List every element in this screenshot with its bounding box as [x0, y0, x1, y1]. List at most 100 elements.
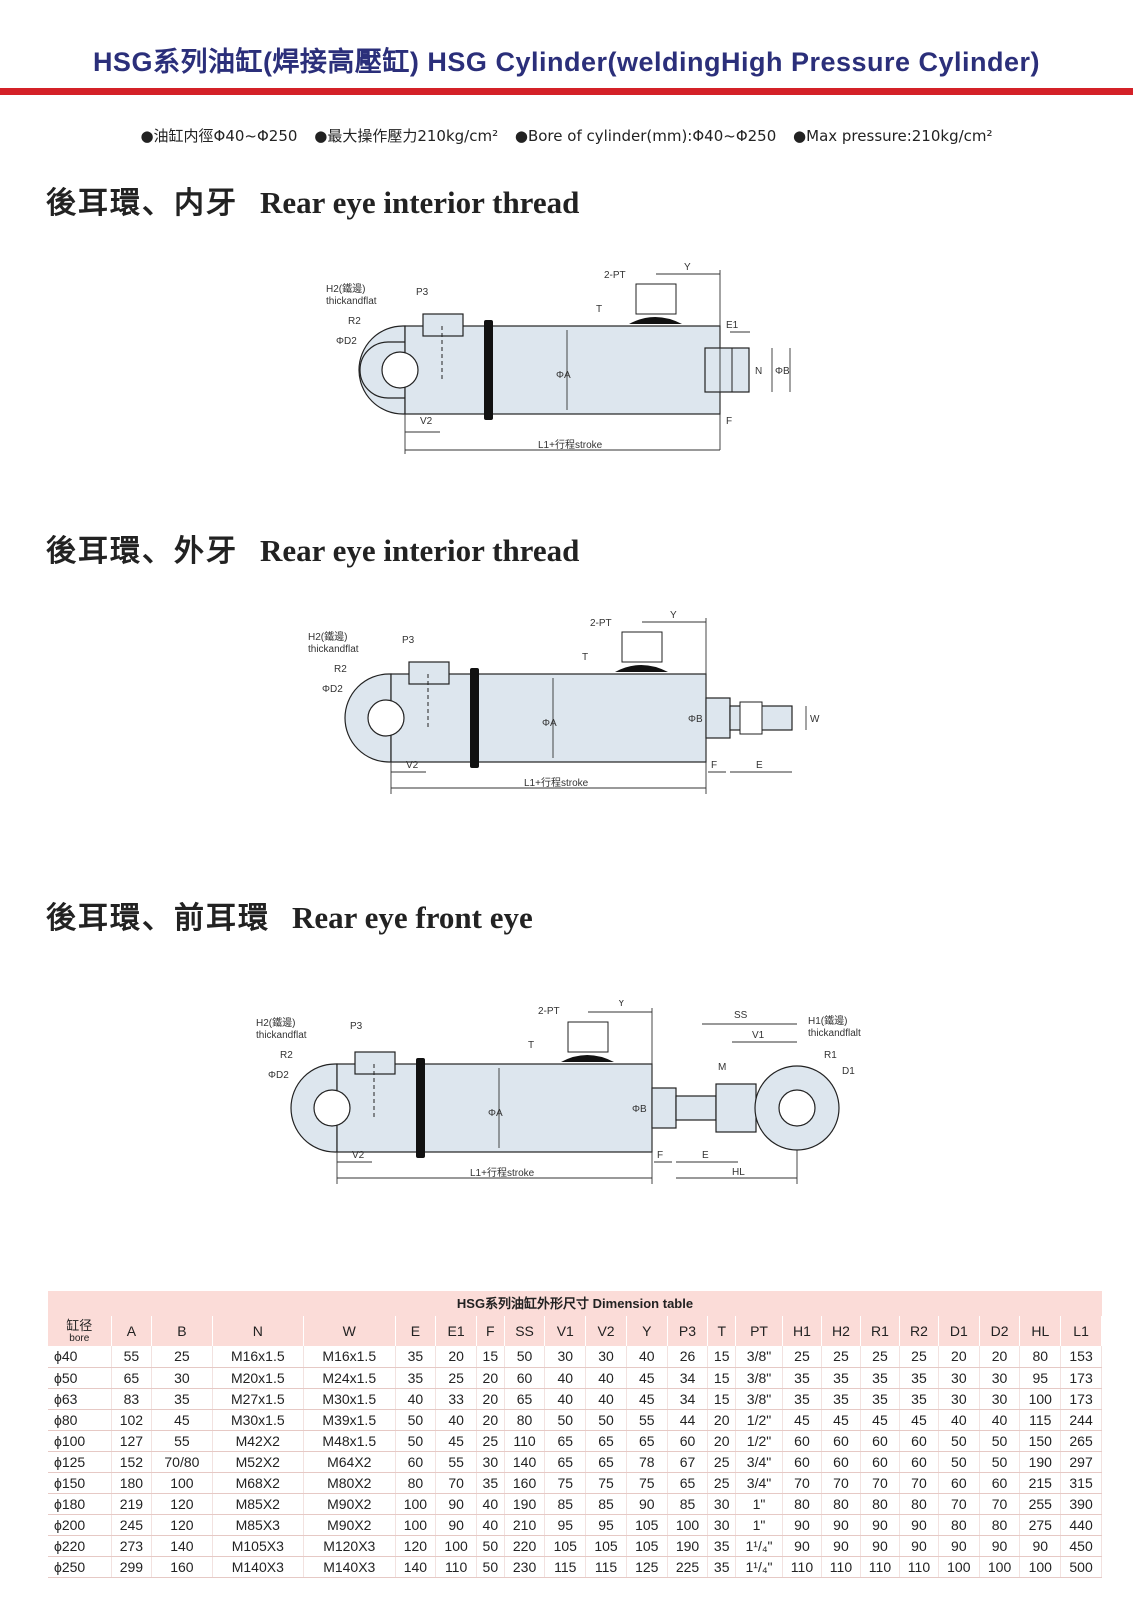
cell-ss: 160 — [504, 1472, 546, 1494]
cell-t: 25 — [707, 1472, 737, 1494]
cell-n: M30x1.5 — [212, 1409, 305, 1431]
label-y-2: Y — [670, 610, 677, 621]
header-e: E — [395, 1316, 437, 1346]
cell-r1: 80 — [860, 1493, 900, 1515]
cell-d1: 80 — [938, 1514, 980, 1536]
cell-b: 160 — [151, 1556, 213, 1578]
label-pt-3: 2-PT — [538, 1006, 560, 1017]
cell-f: 20 — [476, 1409, 505, 1431]
label-h2-3: H2(鐵邊) — [256, 1016, 295, 1029]
header-v2: V2 — [585, 1316, 627, 1346]
cell-f: 30 — [476, 1451, 505, 1473]
cell-b: 35 — [151, 1388, 213, 1410]
cell-d2: 90 — [979, 1535, 1021, 1557]
cell-a: 55 — [111, 1346, 153, 1368]
cell-d1: 30 — [938, 1388, 980, 1410]
cell-h1: 80 — [782, 1493, 822, 1515]
cell-v1: 30 — [544, 1346, 587, 1368]
cell-v2: 85 — [585, 1493, 627, 1515]
cell-p3: 67 — [667, 1451, 709, 1473]
cell-r1: 70 — [860, 1472, 900, 1494]
header-n: N — [212, 1316, 305, 1346]
cell-pt: 3/4" — [735, 1451, 783, 1473]
label-n: N — [755, 366, 762, 377]
cell-r1: 110 — [860, 1556, 900, 1578]
label-h2b: thickandflat — [326, 296, 377, 307]
cell-l1: 390 — [1060, 1493, 1102, 1515]
cell-v2: 75 — [585, 1472, 627, 1494]
cell-h2: 25 — [821, 1346, 861, 1368]
cell-y: 55 — [626, 1409, 668, 1431]
cell-f: 35 — [476, 1472, 505, 1494]
label-e-2: E — [756, 760, 763, 771]
cell-l1: 315 — [1060, 1472, 1102, 1494]
cell-p3: 100 — [667, 1514, 709, 1536]
cell-v1: 105 — [544, 1535, 587, 1557]
cell-hl: 115 — [1019, 1409, 1062, 1431]
header-h1: H1 — [782, 1316, 822, 1346]
cell-t: 20 — [707, 1430, 737, 1452]
header-v1: V1 — [544, 1316, 587, 1346]
cell-v1: 40 — [544, 1367, 587, 1389]
cell-w: M64X2 — [303, 1451, 396, 1473]
header-r2: R2 — [899, 1316, 939, 1346]
cell-e1: 45 — [435, 1430, 477, 1452]
label-r2: R2 — [348, 316, 361, 327]
cell-f: 50 — [476, 1556, 505, 1578]
cell-hl: 215 — [1019, 1472, 1062, 1494]
cell-b: 30 — [151, 1367, 213, 1389]
cell-bore: ϕ200 — [48, 1514, 112, 1536]
label-h2: H2(鐵邊) — [326, 282, 365, 295]
cell-r2: 60 — [899, 1430, 939, 1452]
cell-t: 20 — [707, 1409, 737, 1431]
cell-d2: 50 — [979, 1451, 1021, 1473]
cell-d1: 90 — [938, 1535, 980, 1557]
section-title-3-zh: 後耳環、前耳環 — [46, 901, 270, 936]
cell-v2: 65 — [585, 1451, 627, 1473]
cell-e1: 110 — [435, 1556, 477, 1578]
label-t-2: T — [582, 652, 588, 663]
cell-pt: 3/8" — [735, 1367, 783, 1389]
cell-n: M85X2 — [212, 1493, 305, 1515]
cell-pt: 1" — [735, 1514, 783, 1536]
cell-l1: 173 — [1060, 1367, 1102, 1389]
spec-pressure-en: ●Max pressure:210kg/cm² — [793, 127, 993, 145]
header-e1: E1 — [435, 1316, 477, 1346]
cell-r2: 25 — [899, 1346, 939, 1368]
cell-e: 120 — [395, 1535, 437, 1557]
label-l1-3: L1+行程stroke — [470, 1166, 535, 1179]
cell-r2: 70 — [899, 1472, 939, 1494]
cell-t: 15 — [707, 1367, 737, 1389]
cell-pt: 1" — [735, 1493, 783, 1515]
cell-h2: 90 — [821, 1514, 861, 1536]
cell-w: M120X3 — [303, 1535, 396, 1557]
cell-b: 100 — [151, 1472, 213, 1494]
cell-p3: 190 — [667, 1535, 709, 1557]
cell-l1: 450 — [1060, 1535, 1102, 1557]
label-r2-2: R2 — [334, 664, 347, 675]
cell-bore: ϕ180 — [48, 1493, 112, 1515]
cell-v1: 85 — [544, 1493, 587, 1515]
cell-y: 75 — [626, 1472, 668, 1494]
cell-ss: 230 — [504, 1556, 546, 1578]
cell-v1: 65 — [544, 1451, 587, 1473]
cell-hl: 100 — [1019, 1556, 1062, 1578]
diagram-rear-eye-interior-thread: H2(鐵邊) thickandflat P3 R2 ΦD2 2-PT Y T E… — [326, 262, 791, 454]
cell-r2: 80 — [899, 1493, 939, 1515]
cell-w: M39x1.5 — [303, 1409, 396, 1431]
spec-bore-en: ●Bore of cylinder(mm):Φ40~Φ250 — [514, 127, 777, 145]
label-f-2: F — [711, 760, 717, 771]
cell-v2: 50 — [585, 1409, 627, 1431]
cell-ss: 220 — [504, 1535, 546, 1557]
label-h2-2: H2(鐵邊) — [308, 630, 347, 643]
cell-ss: 80 — [504, 1409, 546, 1431]
cell-bore: ϕ40 — [48, 1346, 112, 1368]
cell-d1: 50 — [938, 1451, 980, 1473]
cell-pt: 1/2" — [735, 1430, 783, 1452]
cell-r2: 90 — [899, 1535, 939, 1557]
